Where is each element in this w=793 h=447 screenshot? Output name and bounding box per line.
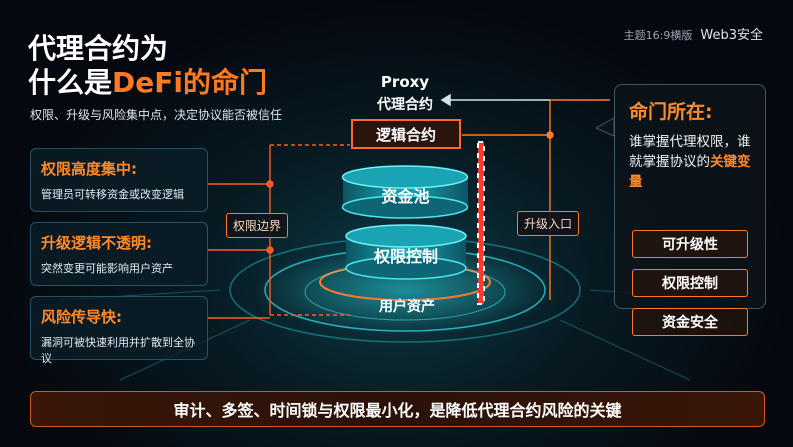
card-body: 管理员可转移资金或改变逻辑: [41, 188, 184, 201]
cylinder-control: 权限控制: [346, 240, 466, 270]
subtitle: 权限、升级与风险集中点，决定协议能否被信任: [30, 108, 283, 122]
format-tag: 主题16:9横版: [623, 29, 693, 42]
card-concentration: 权限高度集中: 管理员可转移资金或改变逻辑: [30, 148, 208, 212]
title-line2-accent: DeFi的命门: [112, 66, 267, 99]
label-permission-boundary: 权限边界: [226, 213, 289, 238]
key-item-permission-control: 权限控制: [632, 269, 748, 297]
cylinder-pool-shape: [341, 165, 469, 219]
right-panel-body-accent: 关键变量: [629, 154, 751, 190]
cylinder-control-shape: [345, 224, 467, 280]
key-item-fund-safety: 资金安全: [632, 308, 748, 336]
topic-tag: Web3安全: [700, 28, 763, 43]
proxy-cn: 代理合约: [377, 97, 433, 113]
user-assets: 用户资产: [379, 299, 435, 315]
logic-contract: 逻辑合约: [351, 119, 461, 149]
cylinder-pool-label: 资金池: [381, 187, 430, 206]
hazard-stripe: [477, 141, 485, 305]
title-line2: 什么是DeFi的命门: [28, 66, 267, 100]
card-heading: 权限高度集中:: [41, 160, 137, 178]
cylinder-pool: 资金池: [343, 180, 468, 210]
right-panel-title: 命门所在:: [629, 101, 713, 123]
page-title: 代理合约为 什么是DeFi的命门: [28, 32, 267, 100]
right-panel-body-text: 谁掌握代理权限，谁就掌握协议的: [629, 134, 751, 170]
proxy-en: Proxy: [380, 73, 430, 91]
bottom-banner: 审计、多签、时间锁与权限最小化，是降低代理合约风险的关键: [30, 391, 765, 427]
label-upgrade-entry: 升级入口: [517, 211, 580, 236]
title-line2-prefix: 什么是: [28, 66, 113, 99]
card-body: 突然变更可能影响用户资产: [41, 262, 173, 275]
key-item-upgradeability: 可升级性: [632, 230, 748, 258]
right-panel-body: 谁掌握代理权限，谁就掌握协议的关键变量: [629, 132, 751, 192]
card-upgrade-opacity: 升级逻辑不透明: 突然变更可能影响用户资产: [30, 222, 208, 286]
proxy-contract: Proxy 代理合约: [360, 73, 450, 114]
arrow-to-proxy: [440, 93, 550, 107]
card-risk-spread: 风险传导快: 漏洞可被快速利用并扩散到全协议: [30, 296, 208, 365]
top-meta: 主题16:9横版 Web3安全: [624, 24, 763, 43]
boundary-lines: [208, 144, 350, 319]
card-heading: 升级逻辑不透明:: [41, 234, 152, 252]
title-line1: 代理合约为: [28, 32, 169, 65]
card-heading: 风险传导快:: [41, 308, 122, 326]
card-body: 漏洞可被快速利用并扩散到全协议: [41, 336, 195, 365]
cylinder-control-label: 权限控制: [373, 247, 438, 266]
